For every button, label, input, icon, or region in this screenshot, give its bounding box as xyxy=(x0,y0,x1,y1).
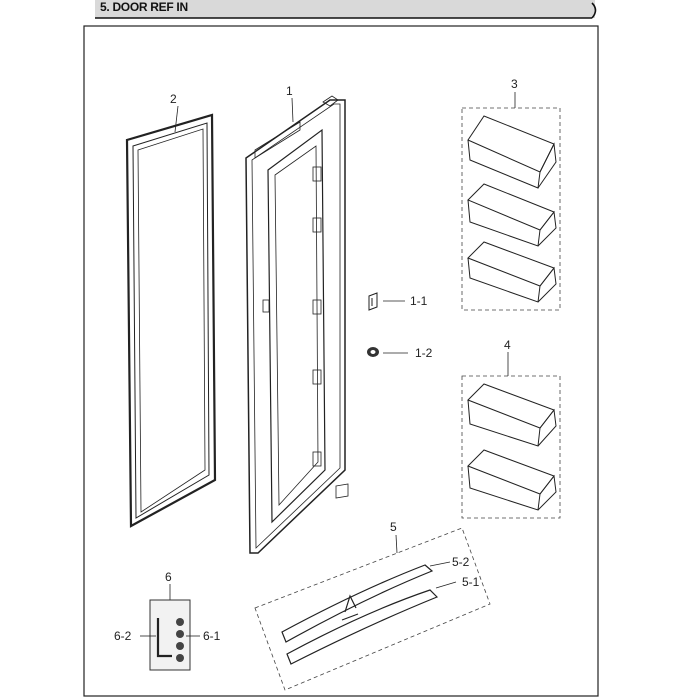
callout-6: 6 xyxy=(165,570,172,584)
screw-set xyxy=(176,618,184,662)
callout-5: 5 xyxy=(390,520,397,534)
part-gasket xyxy=(125,113,217,528)
part-stopper xyxy=(368,292,378,311)
callout-2: 2 xyxy=(170,92,177,106)
door-guard-b2 xyxy=(467,449,557,511)
door-guard-a1 xyxy=(467,115,557,189)
part-door-frame xyxy=(245,95,349,554)
guard-group-b-box xyxy=(461,375,561,519)
section-banner xyxy=(95,0,597,19)
door-guard-a2 xyxy=(467,183,557,247)
wrench xyxy=(156,618,172,658)
callout-6-1: 6-1 xyxy=(203,629,221,643)
part-cap xyxy=(367,347,379,357)
part-handle-bottom xyxy=(286,589,439,665)
part-handle-top xyxy=(281,564,434,643)
callout-3: 3 xyxy=(511,77,518,91)
door-guard-b1 xyxy=(467,383,557,447)
callout-1-1: 1-1 xyxy=(410,294,428,308)
callout-1-2: 1-2 xyxy=(415,346,433,360)
callout-5-1: 5-1 xyxy=(462,575,480,589)
callout-6-2: 6-2 xyxy=(114,629,132,643)
section-title: 5. DOOR REF IN xyxy=(100,0,188,14)
screw-bag xyxy=(149,599,191,671)
door-guard-a3 xyxy=(467,241,557,303)
callout-4: 4 xyxy=(504,338,511,352)
diagram-border xyxy=(83,25,599,697)
guard-group-a-box xyxy=(461,107,561,311)
handle-group-box xyxy=(254,527,491,691)
callout-1: 1 xyxy=(286,84,293,98)
callout-5-2: 5-2 xyxy=(452,555,470,569)
